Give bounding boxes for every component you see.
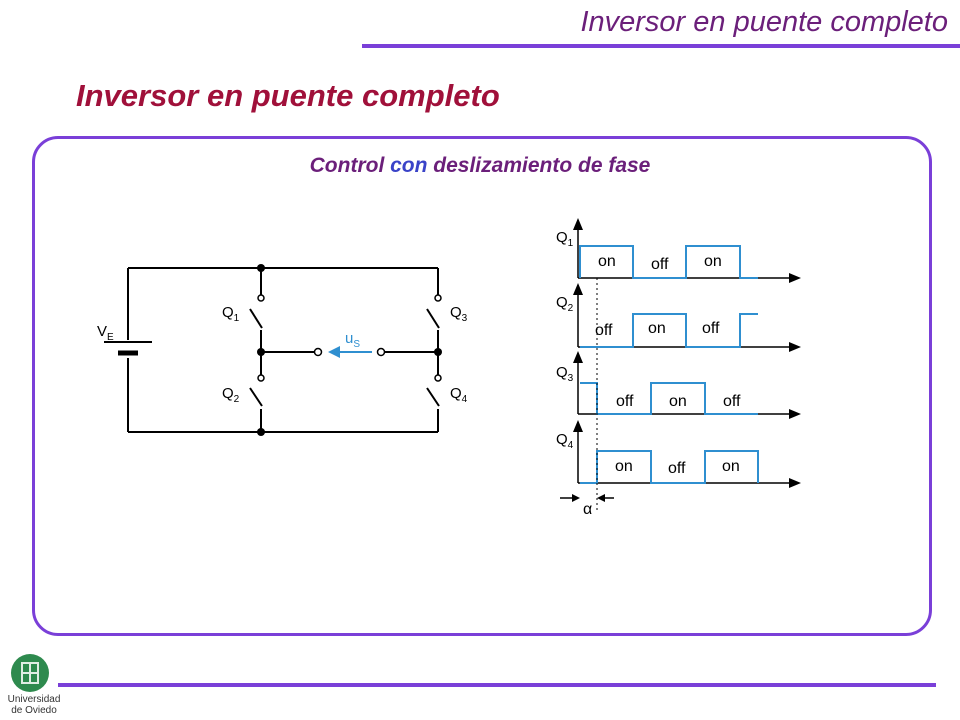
university-name-line2: de Oviedo — [11, 705, 57, 716]
signal-q2 — [580, 313, 758, 348]
signal-q1 — [579, 245, 758, 279]
output-voltage-arrowhead — [328, 346, 340, 358]
waveform-q2-label: Q2 — [556, 294, 574, 314]
output-terminal-right — [376, 347, 386, 357]
subtitle-part2: con — [390, 154, 428, 177]
state-label: on — [722, 458, 740, 475]
waveform-q4-label: Q4 — [556, 431, 574, 451]
source-label: VE — [97, 323, 114, 343]
phase-shift-marker — [560, 494, 614, 502]
output-voltage-label: uS — [345, 330, 360, 350]
arrowhead — [573, 283, 583, 295]
bridge-circuit — [104, 267, 440, 433]
junction-dot — [434, 348, 442, 356]
subtitle: Control con deslizamiento de fase — [0, 154, 960, 178]
state-label: off — [651, 256, 669, 273]
state-labels: on off on off on off off on off on off o… — [595, 253, 741, 477]
arrowhead — [789, 273, 801, 283]
switch-q4-blade — [426, 387, 440, 407]
state-label: on — [615, 458, 633, 475]
alpha-arrowhead-right — [597, 494, 605, 502]
state-label: on — [598, 253, 616, 270]
footer-rule — [58, 683, 936, 687]
state-label: on — [704, 253, 722, 270]
arrowhead — [789, 342, 801, 352]
switch-q2-label: Q2 — [222, 385, 240, 405]
state-label: on — [669, 393, 687, 410]
arrowhead — [573, 218, 583, 230]
waveform-arrowheads — [573, 218, 801, 488]
arrowhead — [789, 409, 801, 419]
header-rule — [362, 44, 960, 48]
timing-diagram: α Q1 Q2 Q3 Q4 on off on off on off off o… — [556, 218, 801, 518]
arrowhead — [573, 420, 583, 432]
content-frame — [32, 136, 932, 636]
arrowhead — [573, 351, 583, 363]
switch-q1-label: Q1 — [222, 304, 240, 324]
switch-q3-blade — [426, 308, 440, 329]
terminal — [434, 294, 442, 302]
subtitle-part1: Control — [309, 154, 391, 177]
junction-dots — [257, 264, 442, 436]
university-name-line1: Universidad — [7, 694, 61, 705]
signal-q4 — [580, 450, 759, 484]
alpha-arrowhead-left — [572, 494, 580, 502]
arrowhead — [789, 478, 801, 488]
header-title: Inversor en puente completo — [580, 6, 948, 38]
state-label: on — [648, 320, 666, 337]
switch-q2-blade — [249, 387, 263, 407]
switch-q1-blade — [249, 308, 263, 329]
junction-dot — [257, 348, 265, 356]
slide-title: Inversor en puente completo — [76, 78, 500, 113]
state-label: off — [702, 320, 720, 337]
state-label: off — [723, 393, 741, 410]
state-label: off — [668, 460, 686, 477]
output-terminal-left — [313, 347, 323, 357]
switch-q3-label: Q3 — [450, 304, 468, 324]
switch-terminals — [257, 294, 442, 382]
waveform-q3-label: Q3 — [556, 364, 574, 384]
terminal — [257, 294, 265, 302]
subtitle-part3: deslizamiento de fase — [427, 154, 651, 177]
junction-dot — [257, 264, 265, 272]
state-label: off — [616, 393, 634, 410]
state-label: off — [595, 322, 613, 339]
terminal — [434, 374, 442, 382]
waveform-q1-label: Q1 — [556, 229, 574, 249]
university-name: Universidad de Oviedo — [4, 694, 64, 716]
switch-q4-label: Q4 — [450, 385, 468, 405]
waveform-signals — [579, 245, 759, 484]
university-logo-icon — [11, 654, 49, 692]
phase-label: α — [583, 501, 592, 518]
terminal — [257, 374, 265, 382]
junction-dot — [257, 428, 265, 436]
